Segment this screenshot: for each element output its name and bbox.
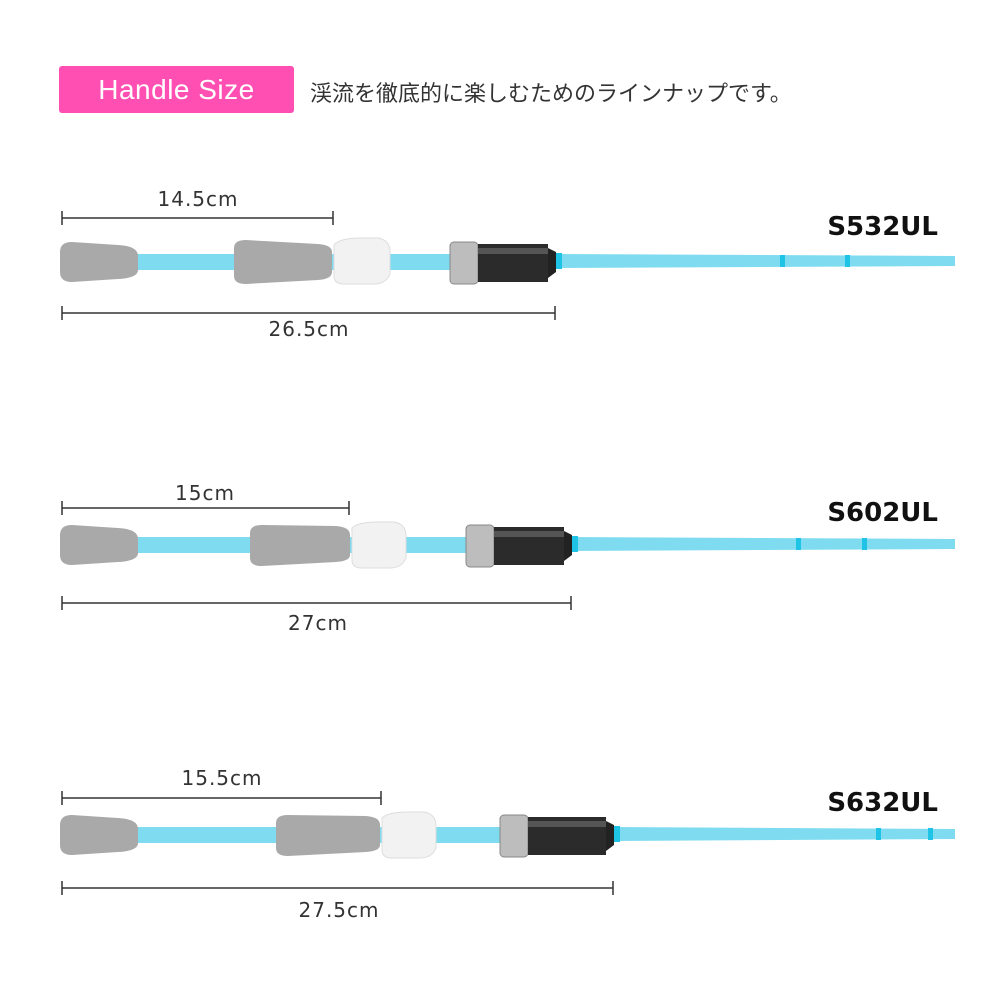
rod-section-1: S532UL 14.5cm 26.5cm — [0, 187, 1000, 390]
guide-ring — [796, 538, 801, 550]
reel-seat-hood — [381, 811, 437, 859]
rod-section-3: S632UL 15.5cm 27.5cm — [0, 766, 1000, 970]
guide-ring — [862, 538, 867, 550]
rod-drawing — [60, 211, 955, 320]
rod-drawing — [60, 501, 955, 610]
carbon-tip — [548, 248, 556, 278]
total-handle-dimension-line — [61, 881, 614, 895]
rod-section-2: S602UL 15cm 27cm — [0, 480, 1000, 680]
total-handle-dimension-line — [61, 596, 572, 610]
reel-seat-hood — [333, 237, 391, 285]
butt-grip — [60, 815, 138, 855]
rod-tip-blank — [613, 827, 955, 841]
carbon-highlight — [494, 531, 564, 537]
butt-grip — [60, 242, 138, 282]
front-grip — [276, 815, 380, 856]
reel-seat-hood — [351, 521, 407, 569]
total-handle-length-label: 27.5cm — [298, 898, 380, 922]
handle-size-badge: Handle Size — [59, 66, 294, 113]
front-grip-length-label: 14.5cm — [157, 187, 239, 211]
rod-drawing — [60, 791, 955, 895]
guide-ring — [780, 255, 785, 267]
front-grip — [250, 525, 350, 566]
front-grip-length-label: 15.5cm — [181, 766, 263, 790]
guide-ring — [572, 536, 578, 552]
total-handle-dimension-line — [61, 306, 556, 320]
front-grip-dimension-line — [61, 501, 350, 515]
front-grip — [234, 240, 332, 284]
front-grip-dimension-line — [61, 211, 334, 225]
rod-model-name: S602UL — [827, 498, 938, 528]
carbon-tip — [606, 821, 614, 851]
reel-seat-ring — [449, 241, 479, 285]
header-subtitle: 渓流を徹底的に楽しむためのラインナップです。 — [310, 82, 792, 107]
carbon-highlight — [528, 821, 606, 827]
reel-seat-ring — [465, 524, 495, 568]
guide-ring — [845, 255, 850, 267]
guide-ring — [614, 826, 620, 842]
guide-ring — [928, 828, 933, 840]
rod-model-name: S532UL — [827, 212, 938, 242]
carbon-tip — [564, 531, 572, 561]
guide-ring — [556, 253, 562, 269]
guide-ring — [876, 828, 881, 840]
rod-tip-blank — [555, 254, 955, 268]
front-grip-dimension-line — [61, 791, 382, 805]
rod-model-name: S632UL — [827, 788, 938, 818]
butt-grip — [60, 525, 138, 565]
total-handle-length-label: 27cm — [288, 611, 348, 635]
total-handle-length-label: 26.5cm — [268, 317, 350, 341]
carbon-highlight — [478, 248, 548, 254]
front-grip-length-label: 15cm — [175, 481, 235, 505]
rod-tip-blank — [571, 537, 955, 551]
reel-seat-ring — [499, 814, 529, 858]
